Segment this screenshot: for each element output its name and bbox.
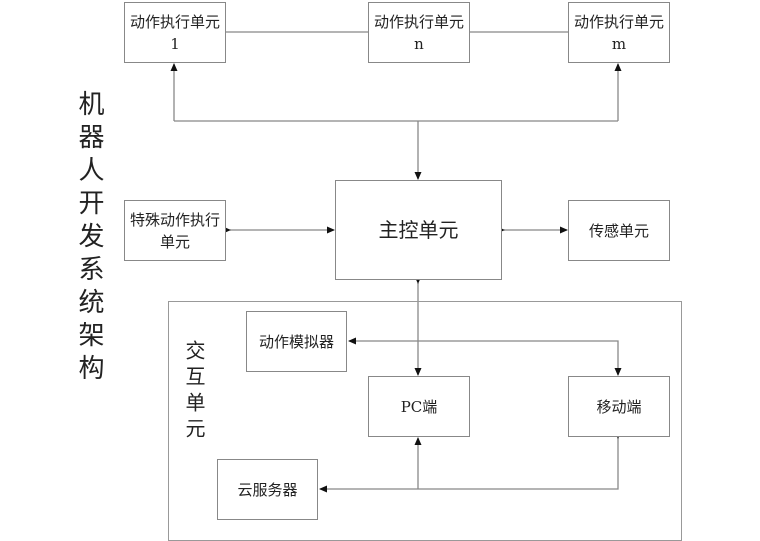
main-control-unit-label: 主控单元	[378, 218, 459, 242]
diagram-title: 机器人开发系统架构	[74, 90, 104, 387]
action-unit-n-label: 动作执行单元n	[373, 12, 464, 53]
sensor-unit-label: 传感单元	[588, 221, 649, 240]
special-action-unit-label: 特殊动作执行单元	[129, 210, 220, 251]
action-unit-m-label: 动作执行单元m	[573, 12, 664, 53]
mobile-client-label: 移动端	[596, 397, 642, 416]
mobile-client: 移动端	[568, 376, 670, 437]
action-simulator: 动作模拟器	[246, 311, 347, 372]
special-action-unit: 特殊动作执行单元	[124, 200, 226, 261]
main-control-unit: 主控单元	[335, 180, 502, 280]
connector-layer	[170, 31, 622, 493]
action-unit-1-label: 动作执行单元1	[129, 12, 220, 53]
action-simulator-label: 动作模拟器	[258, 332, 334, 351]
sensor-unit: 传感单元	[568, 200, 670, 261]
action-unit-1: 动作执行单元1	[124, 2, 226, 63]
action-unit-n: 动作执行单元n	[368, 2, 470, 63]
cloud-server-label: 云服务器	[237, 480, 298, 499]
edge-sim-bus	[418, 340, 622, 376]
interaction-unit-label: 交互单元	[182, 340, 206, 444]
pc-client-label: PC端	[400, 397, 438, 416]
action-unit-m: 动作执行单元m	[568, 2, 670, 63]
edge-cloud-bus	[319, 431, 622, 493]
cloud-server: 云服务器	[217, 459, 318, 520]
pc-client: PC端	[368, 376, 470, 437]
